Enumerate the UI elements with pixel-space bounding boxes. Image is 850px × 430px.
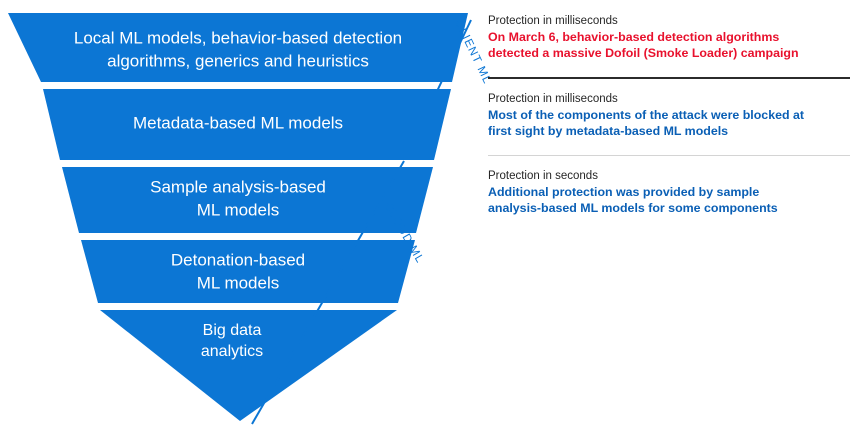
funnel-segment-detonation-ml: Detonation-based ML models <box>81 240 415 303</box>
funnel-segment-shape <box>8 13 468 82</box>
protection-notes-panel: Protection in milliseconds On March 6, b… <box>488 0 850 430</box>
cloud-ml-accent-line <box>251 160 405 425</box>
funnel-segment-label-line: Local ML models, behavior-based detectio… <box>74 28 402 47</box>
funnel-segment-label-line: ML models <box>197 200 280 219</box>
funnel-svg: Local ML models, behavior-based detectio… <box>8 13 490 425</box>
note-body-line: detected a massive Dofoil (Smoke Loader)… <box>488 45 799 60</box>
note-body-line: Additional protection was provided by sa… <box>488 185 760 199</box>
funnel-segment-metadata-ml: Metadata-based ML models <box>43 89 451 160</box>
funnel-segment-shape <box>62 167 433 233</box>
funnel-segment-label-line: analytics <box>201 343 263 360</box>
note-kicker: Protection in milliseconds <box>488 15 618 27</box>
funnel-segment-shape <box>81 240 415 303</box>
note-kicker: Protection in milliseconds <box>488 93 618 105</box>
funnel-segment-label-line: Metadata-based ML models <box>133 113 343 132</box>
spacer <box>488 61 850 77</box>
funnel-segment-label-line: algorithms, generics and heuristics <box>107 51 369 70</box>
note-body-line: On March 6, behavior-based detection alg… <box>488 30 780 44</box>
note-milliseconds-behavior: Protection in milliseconds On March 6, b… <box>488 14 850 61</box>
funnel-segment-local-ml: Local ML models, behavior-based detectio… <box>8 13 468 82</box>
note-divider-thick <box>488 77 850 79</box>
funnel-segment-sample-ml: Sample analysis-based ML models <box>62 167 433 233</box>
note-seconds-sample: Protection in seconds Additional protect… <box>488 169 850 216</box>
client-ml-accent-line <box>407 19 472 153</box>
note-body-line: Most of the components of the attack wer… <box>488 108 805 122</box>
note-milliseconds-metadata: Protection in milliseconds Most of the c… <box>488 92 850 139</box>
spacer <box>488 156 850 169</box>
note-body-line: first sight by metadata-based ML models <box>488 123 729 138</box>
note-divider-thin <box>488 155 850 156</box>
spacer <box>488 79 850 92</box>
funnel-segment-bigdata: Big data analytics <box>100 310 397 421</box>
note-body-line: analysis-based ML models for some compon… <box>488 200 778 215</box>
funnel-segment-shape <box>100 310 397 421</box>
funnel-segment-shape <box>43 89 451 160</box>
funnel-segment-label-line: ML models <box>197 273 280 292</box>
funnel-diagram: Local ML models, behavior-based detectio… <box>8 13 490 425</box>
spacer <box>488 139 850 155</box>
funnel-segment-label-line: Sample analysis-based <box>150 177 326 196</box>
funnel-segment-label-line: Big data <box>203 322 262 339</box>
note-kicker: Protection in seconds <box>488 170 598 182</box>
funnel-segment-label-line: Detonation-based <box>171 250 305 269</box>
